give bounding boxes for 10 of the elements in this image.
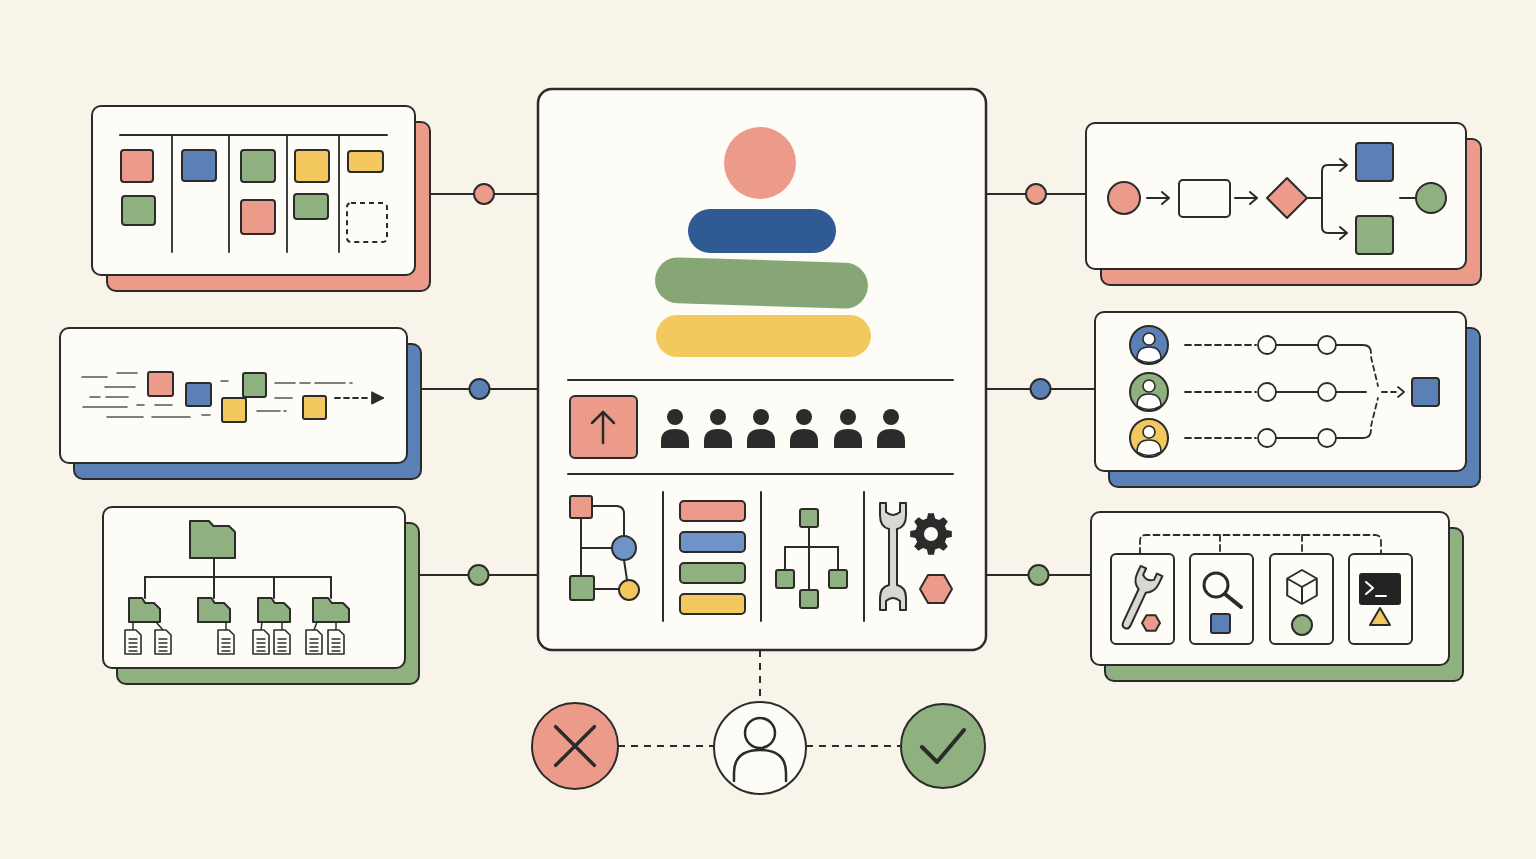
stacked-card [1094, 311, 1481, 488]
stacked-card [59, 327, 422, 480]
cross-icon [531, 702, 619, 790]
stacked-card [102, 506, 420, 685]
stacked-card [1090, 511, 1464, 682]
stacked-card [91, 105, 431, 292]
stacked-card [1085, 122, 1482, 286]
person-icon [713, 701, 807, 795]
central-panel [536, 87, 988, 652]
check-icon [900, 703, 986, 789]
